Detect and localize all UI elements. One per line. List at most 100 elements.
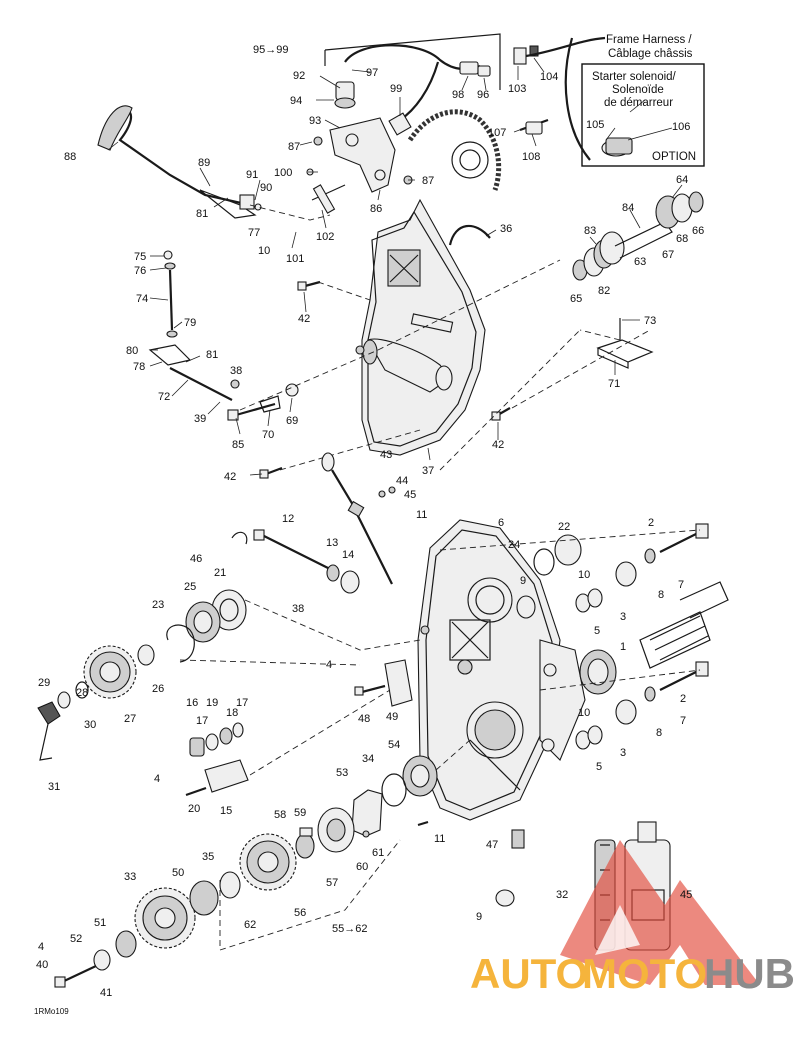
label-68: 68 <box>676 233 688 245</box>
label-67: 67 <box>662 249 674 261</box>
label-32: 32 <box>556 889 568 901</box>
label-35: 35 <box>202 851 214 863</box>
label-39: 39 <box>194 413 206 425</box>
dipstick-43 <box>321 452 396 585</box>
label-40: 40 <box>36 959 48 971</box>
label-87-right: 87 <box>422 175 434 187</box>
frame-harness-label-en: Frame Harness / <box>606 34 692 46</box>
starter-solenoid-label-fr2: de démarreur <box>604 97 673 109</box>
label-5-lower: 5 <box>596 761 602 773</box>
label-7-lower: 7 <box>680 715 686 727</box>
label-48: 48 <box>358 713 370 725</box>
label-63: 63 <box>634 256 646 268</box>
label-62: 62 <box>244 919 256 931</box>
harness-group <box>324 33 606 136</box>
label-77: 77 <box>248 227 260 239</box>
label-99: 99 <box>390 83 402 95</box>
label-83: 83 <box>584 225 596 237</box>
label-107: 107 <box>488 127 506 139</box>
wire-36 <box>448 224 491 246</box>
label-82: 82 <box>598 285 610 297</box>
label-5-upper: 5 <box>594 625 600 637</box>
bolt-12 <box>231 529 360 594</box>
label-66: 66 <box>692 225 704 237</box>
label-49: 49 <box>386 711 398 723</box>
label-44: 44 <box>396 475 408 487</box>
leader-lines <box>107 57 683 476</box>
bracket-71 <box>596 318 654 369</box>
label-55-62: 55→62 <box>332 923 367 935</box>
label-96: 96 <box>477 89 489 101</box>
bolt-40-group <box>54 930 137 988</box>
label-53: 53 <box>336 767 348 779</box>
label-6: 6 <box>498 517 504 529</box>
label-45-upper: 45 <box>404 489 416 501</box>
label-21: 21 <box>214 567 226 579</box>
label-8-upper: 8 <box>658 589 664 601</box>
label-72: 72 <box>158 391 170 403</box>
label-81-lower: 81 <box>206 349 218 361</box>
label-95-99: 95→99 <box>253 44 288 56</box>
label-11-upper: 11 <box>416 509 427 521</box>
label-52: 52 <box>70 933 82 945</box>
label-17-right: 17 <box>236 697 248 709</box>
label-106: 106 <box>672 121 690 133</box>
label-108: 108 <box>522 151 540 163</box>
gear-27 <box>37 644 155 761</box>
label-103: 103 <box>508 83 526 95</box>
label-75: 75 <box>134 251 146 263</box>
label-80: 80 <box>126 345 138 357</box>
label-76: 76 <box>134 265 146 277</box>
label-13: 13 <box>326 537 338 549</box>
alignment-lines-upper <box>239 204 651 471</box>
label-84: 84 <box>622 202 634 214</box>
frame-harness-label-fr: Câblage châssis <box>608 48 693 60</box>
label-22: 22 <box>558 521 570 533</box>
diagram-code: 1RMo109 <box>34 1007 69 1016</box>
misc-bottom-parts <box>495 889 515 907</box>
label-18: 18 <box>226 707 238 719</box>
label-64: 64 <box>676 174 688 186</box>
part-number-labels: 95→99 97 92 94 93 99 98 96 103 104 105 1… <box>36 44 704 999</box>
watermark-auto: AUTO <box>470 950 588 997</box>
bolts-42 <box>259 280 511 479</box>
part-49 <box>354 659 413 707</box>
bearing-group-21-25 <box>166 589 421 666</box>
label-10-upper: 10 <box>258 245 270 257</box>
label-10-mid: 10 <box>578 569 590 581</box>
label-45-lower: 45 <box>680 889 692 901</box>
callout-texts: Frame Harness / Câblage châssis Starter … <box>592 34 696 163</box>
label-42-right: 42 <box>492 439 504 451</box>
bearing-54-group <box>351 739 525 849</box>
label-43: 43 <box>380 449 392 461</box>
label-31: 31 <box>48 781 60 793</box>
label-87-left: 87 <box>288 141 300 153</box>
label-38-upper: 38 <box>230 365 242 377</box>
label-42-lower: 42 <box>224 471 236 483</box>
driven-gear-group <box>572 191 704 281</box>
label-11-lower: 11 <box>434 833 445 845</box>
label-104: 104 <box>540 71 558 83</box>
label-88: 88 <box>64 151 76 163</box>
label-36: 36 <box>500 223 512 235</box>
starter-solenoid-label-fr1: Solenoïde <box>612 84 664 96</box>
label-56: 56 <box>294 907 306 919</box>
chaincase-cover-37 <box>355 198 486 456</box>
label-30: 30 <box>84 719 96 731</box>
label-60: 60 <box>356 861 368 873</box>
bracket-86 <box>306 117 413 214</box>
label-92: 92 <box>293 70 305 82</box>
label-25: 25 <box>184 581 196 593</box>
chain-background <box>407 109 502 191</box>
label-79: 79 <box>184 317 196 329</box>
label-42-upper: 42 <box>298 313 310 325</box>
label-74: 74 <box>136 293 148 305</box>
label-3-upper: 3 <box>620 611 626 623</box>
tensioner-group <box>185 689 391 797</box>
label-2-upper: 2 <box>648 517 654 529</box>
label-4-bottom: 4 <box>38 941 44 953</box>
label-71: 71 <box>608 378 620 390</box>
label-3-lower: 3 <box>620 747 626 759</box>
label-12: 12 <box>282 513 294 525</box>
starter-solenoid-label-en: Starter solenoid/ <box>592 71 677 83</box>
